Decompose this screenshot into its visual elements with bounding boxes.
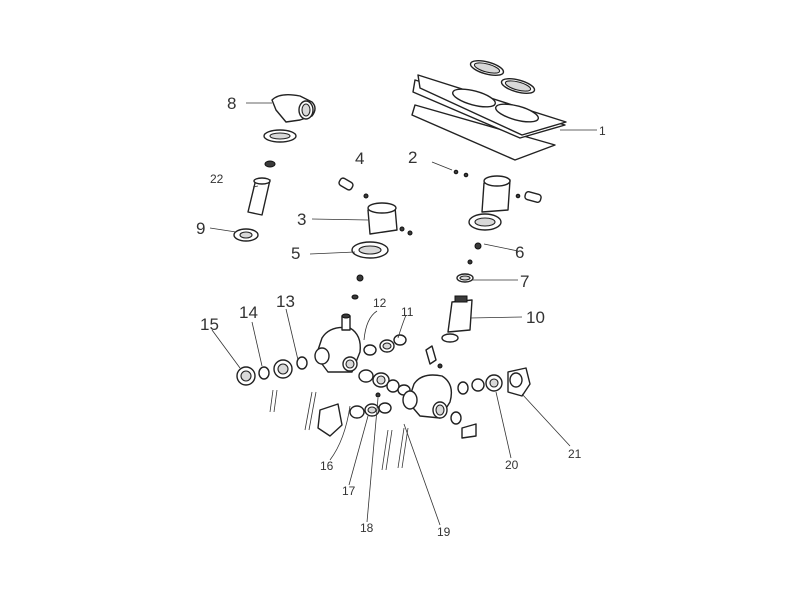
callout-4: 4 [355, 149, 364, 168]
part-middle-fittings [317, 369, 411, 437]
callout-20: 20 [505, 458, 519, 472]
callout-11: 11 [401, 305, 414, 319]
part-left-valve-body [314, 313, 407, 373]
part-cover-plate [411, 60, 567, 161]
callout-5: 5 [291, 244, 300, 263]
callout-19: 19 [437, 525, 451, 539]
callout-6: 6 [515, 243, 524, 262]
callout-9: 9 [196, 219, 205, 238]
part-right-valve-body [381, 374, 477, 471]
part-nut [233, 228, 259, 242]
callout-3: 3 [297, 210, 306, 229]
callout-22: 22 [210, 172, 224, 186]
part-tube [247, 160, 276, 216]
callout-1: 1 [599, 124, 606, 138]
callout-21: 21 [568, 447, 582, 461]
callout-labels: 1 2 3 4 5 6 7 8 9 10 11 12 13 14 15 16 1… [196, 94, 606, 539]
part-left-handle [338, 177, 413, 300]
callout-13: 13 [276, 292, 295, 311]
callout-16: 16 [320, 459, 334, 473]
callout-12: 12 [373, 296, 387, 310]
part-right-fittings [457, 367, 531, 397]
part-right-handle [425, 169, 542, 369]
callout-7: 7 [520, 272, 529, 291]
part-left-fittings [236, 356, 317, 431]
callout-8: 8 [227, 94, 236, 113]
callout-14: 14 [239, 303, 258, 322]
leader-lines [209, 102, 597, 526]
callout-10: 10 [526, 308, 545, 327]
callout-18: 18 [360, 521, 374, 535]
callout-15: 15 [200, 315, 219, 334]
callout-2: 2 [408, 148, 417, 167]
callout-17: 17 [342, 484, 356, 498]
part-elbow-spout [263, 93, 316, 143]
